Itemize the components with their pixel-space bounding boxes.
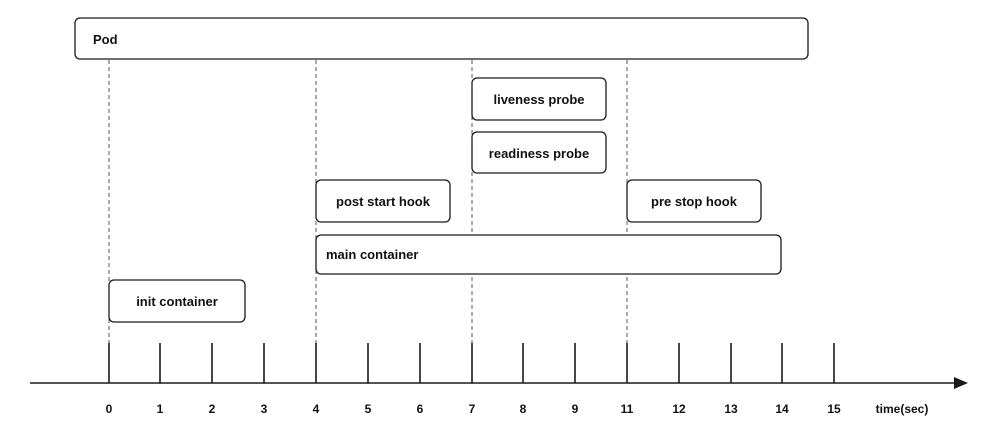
- tick-label: 1: [157, 402, 164, 416]
- time-axis: 0 1 2 3 4 5 6 7 8 9 11 12 13 14 15 time(…: [30, 343, 968, 416]
- tick-label: 3: [261, 402, 268, 416]
- axis-title: time(sec): [876, 402, 929, 416]
- tick-label: 0: [106, 402, 113, 416]
- tick-label: 8: [520, 402, 527, 416]
- tick-label: 12: [672, 402, 686, 416]
- tick-label: 2: [209, 402, 216, 416]
- tick-label: 14: [775, 402, 789, 416]
- pre-stop-hook-box: pre stop hook: [626, 179, 762, 223]
- time-axis-arrow-icon: [954, 377, 968, 389]
- init-container-label: init container: [136, 294, 218, 309]
- pod-box: Pod: [74, 17, 809, 60]
- tick-label: 6: [417, 402, 424, 416]
- readiness-probe-label: readiness probe: [489, 146, 589, 161]
- pod-box-label: Pod: [93, 32, 118, 47]
- tick-label: 15: [827, 402, 841, 416]
- init-container-box: init container: [108, 279, 246, 323]
- tick-label: 4: [313, 402, 320, 416]
- main-container-label: main container: [326, 247, 418, 262]
- main-container-box: main container: [315, 234, 782, 275]
- readiness-probe-box: readiness probe: [471, 131, 607, 174]
- tick-label: 11: [621, 402, 634, 416]
- liveness-probe-label: liveness probe: [493, 92, 584, 107]
- tick-label: 7: [469, 402, 476, 416]
- tick-label: 9: [572, 402, 579, 416]
- liveness-probe-box: liveness probe: [471, 77, 607, 121]
- tick-label: 5: [365, 402, 372, 416]
- post-start-hook-box: post start hook: [315, 179, 451, 223]
- tick-label: 13: [724, 402, 738, 416]
- pre-stop-hook-label: pre stop hook: [651, 194, 738, 209]
- post-start-hook-label: post start hook: [336, 194, 431, 209]
